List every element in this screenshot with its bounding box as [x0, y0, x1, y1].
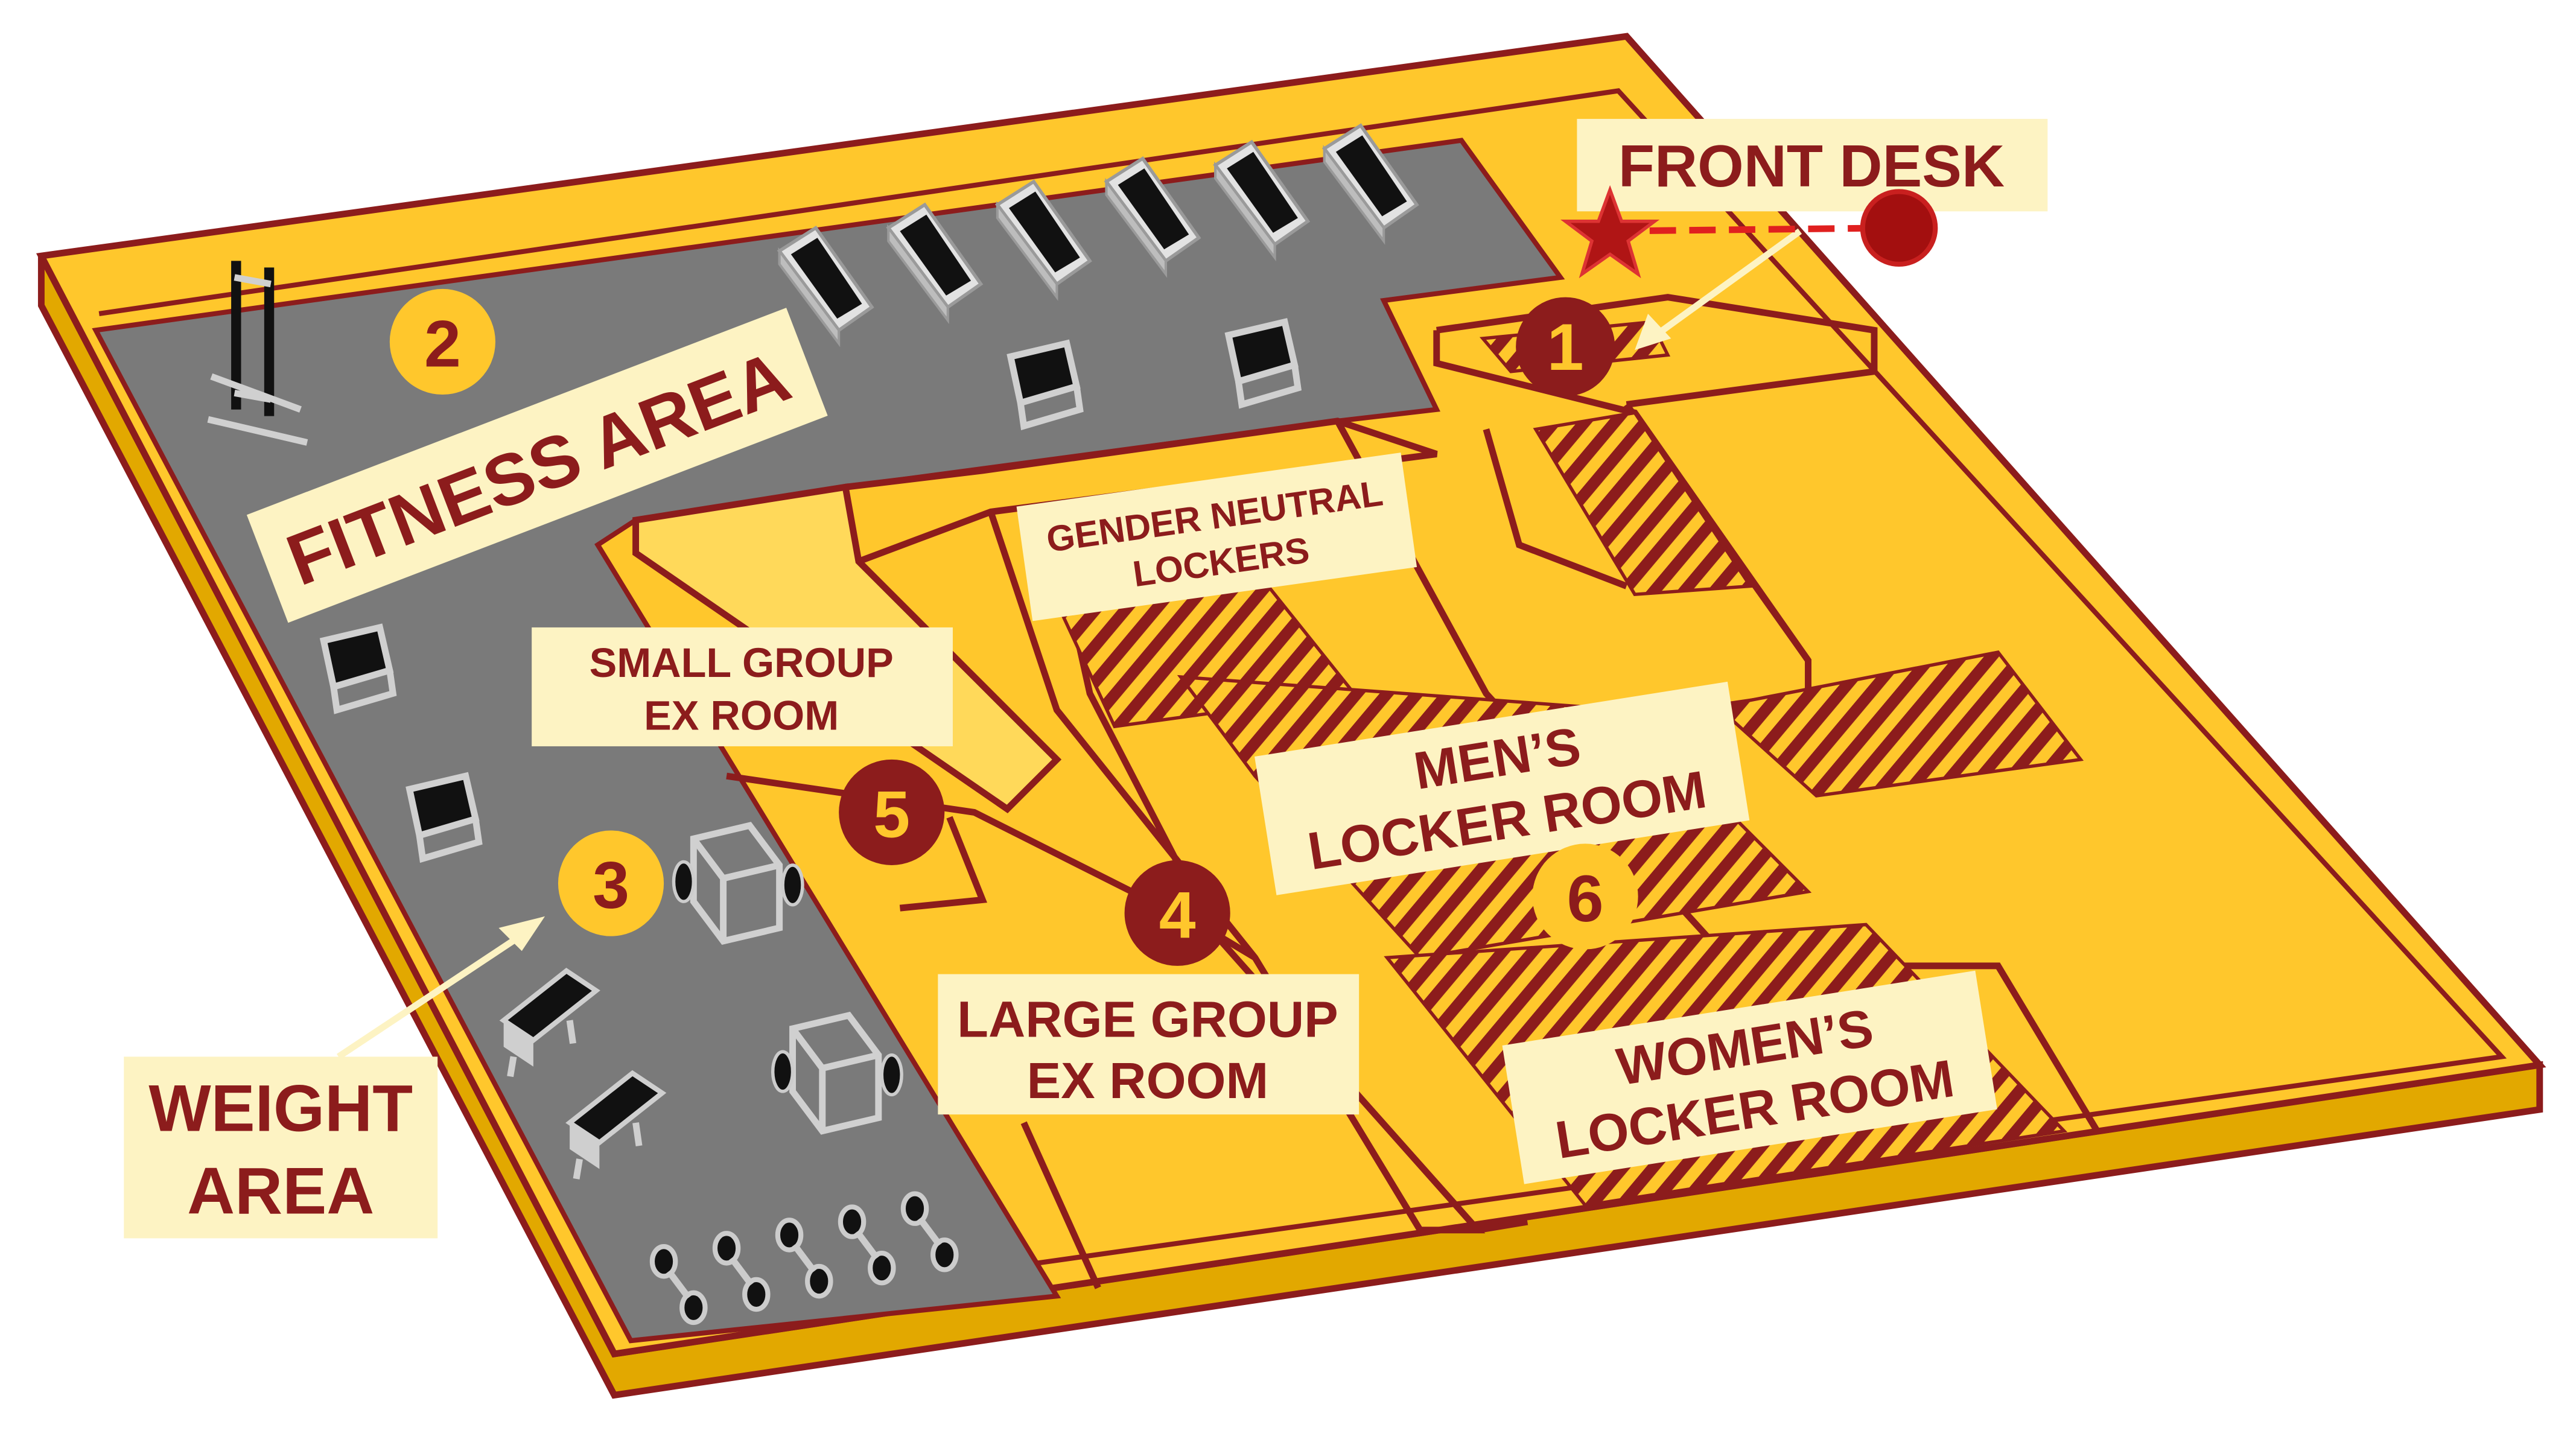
weight-area-arrowhead — [498, 916, 545, 951]
svg-text:4: 4 — [1159, 878, 1196, 952]
front-desk-arrow — [1649, 228, 1802, 341]
marker-4: 4 — [1124, 860, 1230, 966]
dot-icon — [1860, 189, 1938, 267]
marker-3: 3 — [558, 830, 664, 936]
front-desk-label: FRONT DESK — [1577, 119, 2048, 212]
star-icon — [1560, 185, 1660, 279]
marker-5: 5 — [839, 759, 945, 865]
svg-text:3: 3 — [593, 849, 629, 922]
svg-text:SMALL GROUP: SMALL GROUP — [590, 640, 894, 686]
front-desk-arrowhead — [1635, 313, 1671, 351]
front-lockers-zone — [1533, 411, 1754, 597]
small-group-label: SMALL GROUP EX ROOM — [532, 627, 953, 746]
svg-text:5: 5 — [873, 778, 910, 851]
svg-text:AREA: AREA — [187, 1154, 374, 1228]
svg-text:FRONT DESK: FRONT DESK — [1618, 133, 2005, 199]
svg-text:EX ROOM: EX ROOM — [1027, 1052, 1269, 1109]
route-line — [1610, 224, 1900, 235]
marker-1: 1 — [1516, 297, 1615, 396]
svg-text:2: 2 — [424, 308, 461, 381]
svg-text:WEIGHT: WEIGHT — [148, 1072, 413, 1146]
marker-2: 2 — [389, 288, 495, 395]
corridor-locker-zone — [1714, 650, 2084, 798]
gender-neutral-label: GENDER NEUTRAL LOCKERS — [1016, 453, 1417, 621]
weight-area-label: WEIGHT AREA — [124, 1056, 438, 1239]
svg-text:1: 1 — [1547, 311, 1584, 384]
marker-6: 6 — [1532, 843, 1638, 950]
svg-text:LARGE GROUP: LARGE GROUP — [957, 991, 1338, 1048]
svg-text:EX ROOM: EX ROOM — [644, 693, 839, 739]
weight-area-arrow — [336, 930, 527, 1059]
svg-text:6: 6 — [1567, 862, 1604, 936]
large-group-label: LARGE GROUP EX ROOM — [938, 974, 1360, 1115]
